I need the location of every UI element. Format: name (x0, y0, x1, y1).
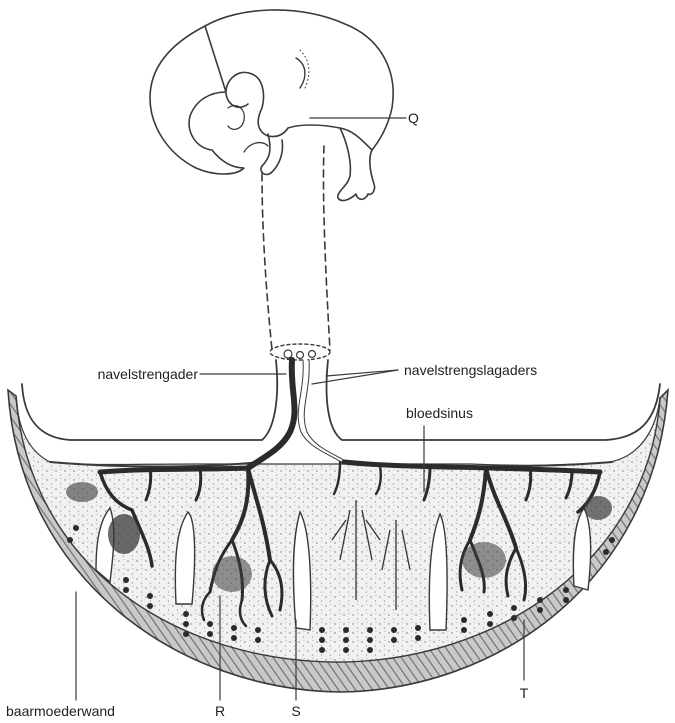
label-s: S (291, 703, 300, 719)
fetus-drawing (150, 10, 393, 201)
umbilical-cord (262, 146, 330, 360)
label-umbilical-arteries: navelstrengslagaders (404, 362, 537, 378)
label-blood-sinus: bloedsinus (406, 405, 473, 421)
label-t: T (520, 685, 529, 701)
leader-umbilical-artery-1 (312, 370, 398, 384)
label-uterine-wall: baarmoederwand (6, 703, 115, 719)
label-q: Q (408, 110, 419, 126)
leader-umbilical-artery-2 (326, 370, 398, 376)
label-umbilical-vein: navelstrengader (98, 366, 199, 382)
label-r: R (215, 703, 225, 719)
